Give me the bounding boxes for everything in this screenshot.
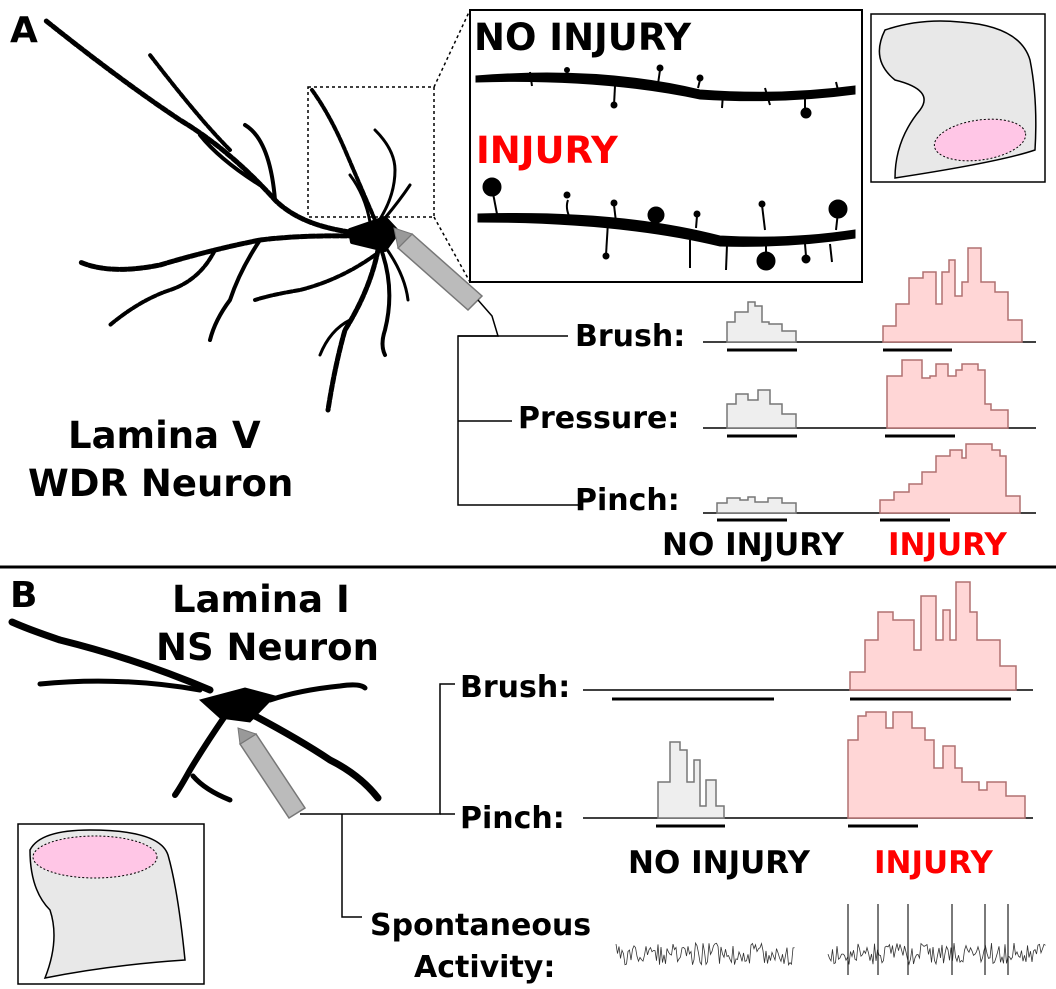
histogram-pinch-no-injury-b	[658, 742, 724, 818]
ns-neuron-title: NS Neuron	[156, 626, 379, 669]
stimulus-label-pressure: Pressure:	[518, 401, 679, 436]
condition-injury-a: INJURY	[888, 527, 1007, 563]
spontaneous-trace-no-injury	[616, 943, 795, 965]
lamina-i-title: Lamina I	[172, 578, 350, 621]
stimulus-label-brush: Brush:	[575, 319, 685, 354]
spinal-cord-inset-b	[18, 824, 204, 984]
stimulus-label-brush-b: Brush:	[460, 670, 570, 705]
histogram-brush-no-injury	[727, 302, 796, 342]
histogram-pinch-injury	[880, 444, 1020, 513]
wdr-neuron-title: WDR Neuron	[28, 462, 293, 505]
spontaneous-label-line2: Activity:	[414, 950, 555, 985]
lamina-v-neuron-icon	[45, 20, 410, 410]
inset-injury-label: INJURY	[476, 129, 619, 172]
spontaneous-trace-injury	[828, 943, 1046, 964]
condition-no-injury-b: NO INJURY	[628, 845, 810, 881]
panel-a-letter: A	[10, 10, 38, 51]
histogram-pinch-no-injury	[717, 497, 796, 513]
lamina-i-highlight	[33, 836, 157, 878]
zoom-line-top	[434, 10, 470, 87]
histogram-pressure-no-injury	[727, 390, 796, 428]
spontaneous-bracket	[342, 814, 362, 917]
lamina-v-title: Lamina V	[68, 414, 261, 457]
histogram-brush-injury-b	[850, 582, 1016, 690]
panel-b-letter: B	[10, 575, 37, 616]
condition-no-injury-a: NO INJURY	[662, 527, 844, 563]
spinal-cord-inset-a	[871, 14, 1045, 182]
stimulus-label-pinch-b: Pinch:	[460, 801, 565, 836]
histogram-pinch-injury-b	[848, 712, 1025, 818]
stimulus-label-pinch: Pinch:	[575, 483, 680, 518]
inset-no-injury-label: NO INJURY	[474, 16, 692, 59]
histogram-pressure-injury	[887, 360, 1008, 428]
spontaneous-label-line1: Spontaneous	[370, 908, 591, 943]
zoom-box	[308, 87, 434, 217]
condition-injury-b: INJURY	[874, 845, 993, 881]
histogram-brush-injury	[883, 248, 1022, 342]
